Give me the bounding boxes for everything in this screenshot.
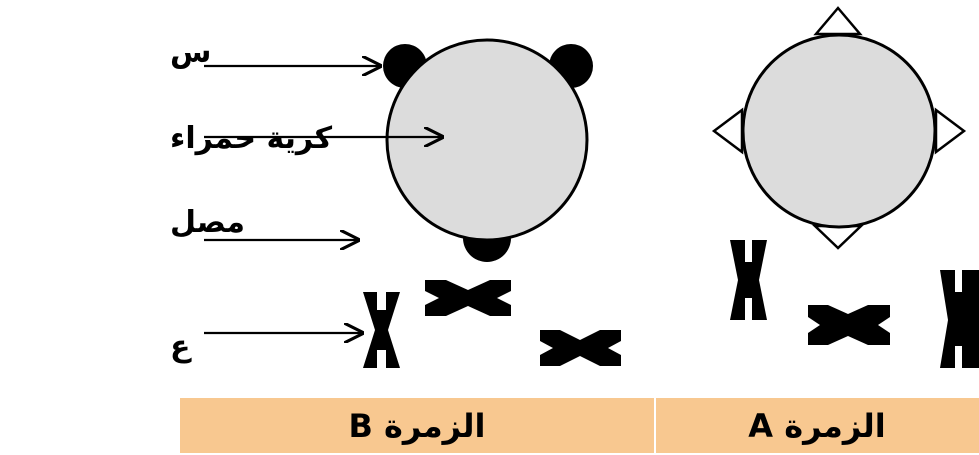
b-antibody-vertical	[363, 292, 400, 368]
a-antibody-horizontal	[808, 305, 890, 345]
label-red-cell: كرية حمراء	[170, 121, 333, 156]
a-red-blood-cell	[741, 33, 937, 229]
group-b-cell	[383, 38, 593, 262]
b-antibody-horizontal-2	[540, 330, 621, 366]
b-red-blood-cell	[385, 38, 589, 242]
a-antibody-vertical-right	[940, 270, 979, 368]
label-serum: مصل	[170, 205, 245, 240]
caption-bar-b	[180, 398, 654, 453]
a-antibody-vertical-left	[730, 240, 767, 320]
a-antigen-top	[813, 6, 863, 36]
label-s: س	[170, 35, 211, 70]
group-a-cell	[711, 6, 967, 250]
group-b-caption: الزمرة B	[348, 407, 485, 445]
b-antibody-horizontal-1	[425, 280, 511, 316]
caption-bar-a	[656, 398, 979, 453]
label-ain: ع	[170, 329, 192, 364]
a-antigen-right	[934, 107, 967, 155]
group-a-caption: الزمرة A	[748, 407, 885, 445]
a-antigen-left	[711, 107, 744, 155]
a-antigen-bottom	[811, 224, 865, 250]
